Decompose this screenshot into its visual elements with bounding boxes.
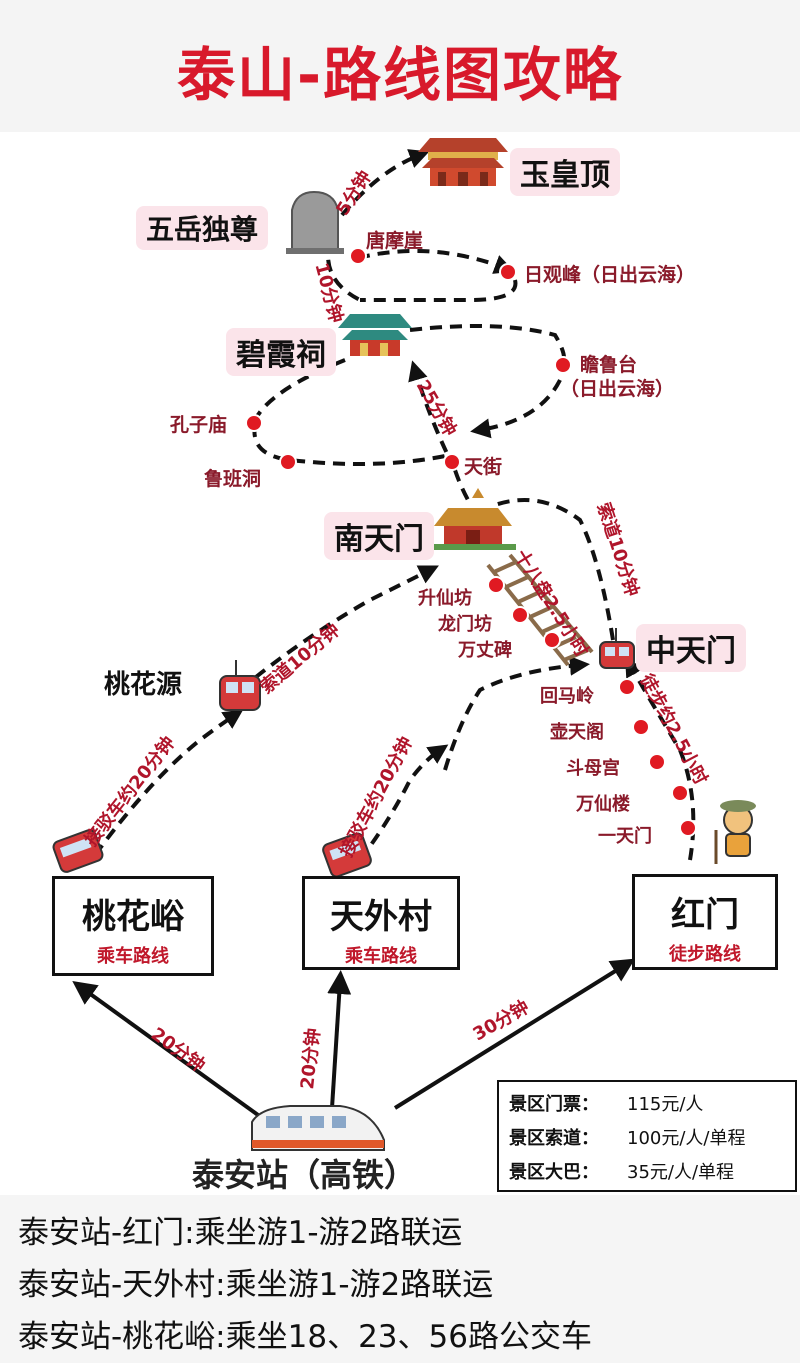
route-kongzi-luban xyxy=(252,424,451,466)
dot-tianjie xyxy=(443,453,461,471)
bus-icon-mid xyxy=(322,832,372,878)
transport-notes: 泰安站-红门:乘坐游1-游2路联运 泰安站-天外村:乘坐游1-游2路联运 泰安站… xyxy=(0,1195,800,1363)
arrow-to-tianwaicun xyxy=(327,970,352,1109)
route-bus-mid xyxy=(358,744,449,862)
page-title: 泰山-路线图攻略 xyxy=(176,41,624,109)
info-label-cable: 景区索道： xyxy=(509,1128,599,1149)
route-mid-huima xyxy=(443,655,590,771)
stone-icon-wuyue xyxy=(286,190,344,254)
dot-wanzhangbei xyxy=(543,631,561,649)
note-hongmen: 泰安站-红门:乘坐游1-游2路联运 xyxy=(18,1215,463,1251)
station-taohuayu-name: 桃花峪 xyxy=(82,897,184,937)
label-zhongtianmen: 中天门 xyxy=(636,624,746,672)
route-bixia-zhanlu xyxy=(409,324,566,367)
poi-tianjie: 天街 xyxy=(464,456,503,478)
station-taohuayu-sub: 乘车路线 xyxy=(97,946,169,967)
dot-doumugong xyxy=(648,753,666,771)
cablecar-icon-zhongtianmen xyxy=(599,628,635,669)
poi-zhanlutai-sub: （日出云海） xyxy=(560,378,675,400)
dot-yitianmen xyxy=(679,819,697,837)
label-nantianmen: 南天门 xyxy=(324,512,434,560)
route-cable-left xyxy=(238,565,439,692)
station-tianwaicun: 天外村 乘车路线 xyxy=(302,876,460,970)
station-tianwaicun-sub: 乘车路线 xyxy=(345,946,417,967)
label-yuhuangding: 玉皇顶 xyxy=(510,148,620,196)
arrow-to-taohuayu xyxy=(72,980,260,1117)
label-wuyue: 五岳独尊 xyxy=(136,206,269,250)
poi-hutiange: 壶天阁 xyxy=(550,722,604,743)
train-station-name: 泰安站（高铁） xyxy=(192,1156,417,1194)
info-label-bus: 景区大巴： xyxy=(509,1162,599,1183)
poi-doumugong: 斗母宫 xyxy=(566,758,620,779)
dot-hutiange xyxy=(632,718,650,736)
label-bixia: 碧霞祠 xyxy=(226,328,336,376)
poi-shengxianfang: 升仙坊 xyxy=(418,588,472,609)
arrow-to-hongmen xyxy=(393,958,636,1110)
title-band xyxy=(0,0,800,132)
route-riguan-down xyxy=(360,279,518,303)
info-value-ticket: 115元/人 xyxy=(627,1094,704,1115)
dot-tangmoya xyxy=(349,247,367,265)
poi-yitianmen: 一天门 xyxy=(598,826,652,847)
bus-icon-left xyxy=(52,829,104,873)
station-hongmen: 红门 徒步路线 xyxy=(632,874,778,970)
dot-zhanlutai xyxy=(554,356,572,374)
poi-tangmoya: 唐摩崖 xyxy=(366,230,424,252)
dot-wanxianlou xyxy=(671,784,689,802)
note-tianwaicun: 泰安站-天外村:乘坐游1-游2路联运 xyxy=(18,1267,494,1303)
poi-kongzimiao: 孔子庙 xyxy=(170,414,228,436)
temple-icon-nantianmen xyxy=(430,488,516,550)
info-value-cable: 100元/人/单程 xyxy=(627,1128,746,1149)
poi-riguanfeng: 日观峰（日出云海） xyxy=(524,264,696,286)
route-bixia-kongzi xyxy=(253,358,346,421)
station-arrows xyxy=(72,958,636,1117)
dot-shengxianfang xyxy=(487,576,505,594)
dot-huimaling xyxy=(618,678,636,696)
poi-huimaling: 回马岭 xyxy=(540,686,594,707)
poi-dots xyxy=(245,247,697,837)
route-bus-left xyxy=(93,709,244,857)
poi-longmenfang: 龙门坊 xyxy=(438,614,492,635)
info-label-ticket: 景区门票： xyxy=(509,1094,599,1115)
station-hongmen-name: 红门 xyxy=(671,895,739,935)
train-icon xyxy=(251,1105,385,1151)
route-tangmoya-riguan xyxy=(357,248,515,274)
poi-wanxianlou: 万仙楼 xyxy=(576,794,630,815)
route-cable-right xyxy=(494,498,615,641)
route-zhanlu-down xyxy=(470,379,562,439)
poi-wanzhangbei: 万丈碑 xyxy=(458,640,512,661)
route-5min xyxy=(340,149,430,217)
label-taohuayuan: 桃花源 xyxy=(104,670,183,700)
dot-longmenfang xyxy=(511,606,529,624)
poi-lubandong: 鲁班洞 xyxy=(204,468,262,490)
dot-kongzimiao xyxy=(245,414,263,432)
poi-zhanlutai: 瞻鲁台 xyxy=(580,354,638,376)
route-walk xyxy=(625,656,696,861)
station-tianwaicun-name: 天外村 xyxy=(330,897,432,937)
temple-icon-yuhuangding xyxy=(418,138,508,186)
station-hongmen-sub: 徒步路线 xyxy=(669,944,741,965)
cablecar-icon-taohuayuan xyxy=(219,660,261,711)
route-map xyxy=(52,138,756,1151)
hiker-icon xyxy=(714,800,756,864)
info-value-bus: 35元/人/单程 xyxy=(627,1162,735,1183)
station-taohuayu: 桃花峪 乘车路线 xyxy=(52,876,214,976)
route-tianjie-nantian xyxy=(453,469,470,501)
ticket-info-box: 景区门票： 115元/人 景区索道： 100元/人/单程 景区大巴： 35元/人… xyxy=(497,1080,797,1192)
note-taohuayu: 泰安站-桃花峪:乘坐18、23、56路公交车 xyxy=(18,1319,592,1355)
temple-icon-bixia xyxy=(338,314,412,356)
dot-riguanfeng xyxy=(499,263,517,281)
dot-lubandong xyxy=(279,453,297,471)
